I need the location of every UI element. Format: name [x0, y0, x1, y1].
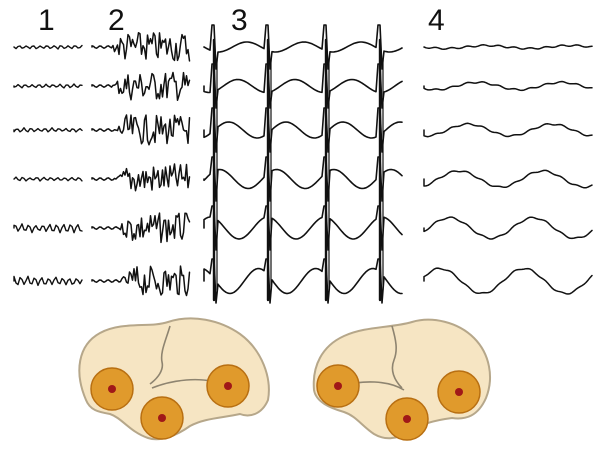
trace-p4-row-2	[424, 82, 592, 91]
trace-p1-row-4	[14, 177, 82, 181]
trace-p4-row-6	[424, 268, 592, 294]
electrode-right-3	[438, 371, 480, 413]
electrode-right-1	[317, 365, 359, 407]
trace-p1-row-2	[14, 84, 82, 88]
brain-left	[79, 318, 269, 439]
trace-p3-row-5	[204, 206, 402, 250]
electrode-right-2	[386, 398, 428, 440]
electrode-left-3	[207, 365, 249, 407]
trace-p3-row-6	[204, 259, 402, 303]
brain-right	[314, 320, 490, 440]
trace-p2-row-4	[92, 164, 190, 191]
trace-p3-row-3	[204, 108, 402, 152]
trace-p3-row-4	[204, 157, 402, 201]
electrode-left-1	[91, 368, 133, 410]
trace-p2-row-5	[92, 213, 190, 242]
trace-p2-row-2	[92, 73, 190, 101]
trace-p4-row-3	[424, 123, 592, 136]
eeg-traces	[14, 25, 592, 303]
trace-p4-row-1	[424, 45, 592, 50]
trace-p1-row-3	[14, 128, 82, 132]
trace-p2-row-3	[92, 115, 190, 145]
panel-label-1: 1	[38, 4, 55, 37]
trace-p1-row-5	[14, 224, 82, 233]
trace-p4-row-5	[424, 217, 592, 239]
trace-p1-row-1	[14, 46, 82, 50]
trace-p3-row-2	[204, 64, 402, 108]
panel-label-2: 2	[108, 4, 125, 37]
trace-p2-row-1	[92, 33, 190, 61]
panel-label-3: 3	[231, 4, 248, 37]
trace-p4-row-4	[424, 170, 592, 187]
trace-p1-row-6	[14, 276, 82, 285]
trace-p2-row-6	[92, 266, 190, 295]
panel-label-4: 4	[428, 4, 445, 37]
electrode-left-2	[141, 397, 183, 439]
